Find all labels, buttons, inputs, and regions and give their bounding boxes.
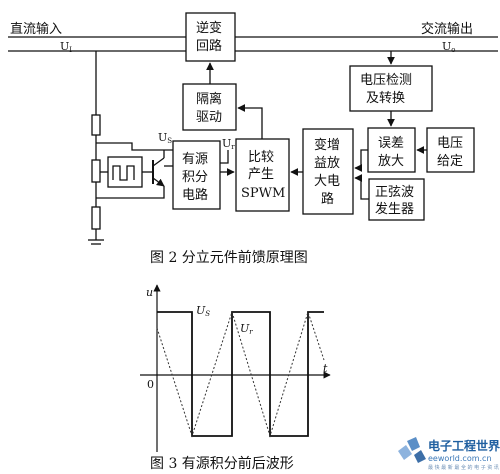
detect-line-2: 及转换 <box>366 91 405 106</box>
error-amp-line-2: 放大 <box>378 154 404 169</box>
us-square-wave <box>157 311 324 437</box>
resistor-bottom <box>91 206 101 230</box>
vga-line-4: 路 <box>321 191 334 207</box>
isolation-line-1: 隔离 <box>196 91 222 107</box>
sine-line-2: 发生器 <box>375 201 414 217</box>
detect-line-1: 电压检测 <box>360 73 412 88</box>
inverter-block <box>185 12 236 62</box>
watermark-tagline: 最 快 最 新 最 全 的 电 子 资 讯 <box>428 464 499 471</box>
eeworld-logo-icon <box>398 437 426 463</box>
integrator-line-3: 电路 <box>182 187 208 203</box>
comparator-line-2: 产生 <box>248 167 274 182</box>
comparator-line-3: SPWM <box>241 186 285 201</box>
figure-2-caption: 图 2 分立元件前馈原理图 <box>150 249 308 266</box>
origin-label: 0 <box>147 378 154 391</box>
vga-line-1: 变增 <box>314 137 340 153</box>
integrator-block <box>172 140 221 210</box>
isolation-line-2: 驱动 <box>196 110 222 125</box>
us-tap-line <box>96 142 173 151</box>
resistor-middle <box>91 159 101 183</box>
sine-line-1: 正弦波 <box>375 184 414 200</box>
us-label: US <box>158 131 172 145</box>
inverter-line-1: 逆变 <box>196 20 222 36</box>
voltage-ref-line-1: 电压 <box>437 136 463 151</box>
vga-line-3: 大电 <box>314 174 340 189</box>
axis-u-label: u <box>146 286 153 299</box>
ur-waveform-label: Ur <box>240 322 253 336</box>
integrator-line-2: 积分 <box>182 170 208 185</box>
output-symbol: Uo <box>442 40 456 54</box>
figure-3-caption: 图 3 有源积分前后波形 <box>150 455 294 472</box>
vga-line-2: 益放 <box>314 156 340 171</box>
resistor-top <box>91 114 101 136</box>
integrator-line-1: 有源 <box>182 152 208 167</box>
watermark-title: 电子工程世界 <box>428 438 500 453</box>
ur-label: Ur <box>222 137 235 151</box>
figure-3-waveform: u t 0 US Ur 图 3 有源积分前后波形 <box>140 284 331 472</box>
input-label: 直流输入 <box>10 21 62 37</box>
figure-2-labels: 直流输入 UI 交流输出 Uo 逆变 回路 隔离 驱动 电压检测 及转换 误差 … <box>10 20 473 266</box>
figure-2-circuit <box>8 12 498 245</box>
ur-triangle-wave <box>156 310 325 438</box>
axis-t-label: t <box>323 362 328 375</box>
comparator-line-1: 比较 <box>248 150 274 165</box>
eeworld-watermark: 电子工程世界 eeworld.com.cn 最 快 最 新 最 全 的 电 子 … <box>398 437 500 471</box>
voltage-ref-line-2: 给定 <box>437 154 463 169</box>
error-amp-line-1: 误差 <box>378 136 404 151</box>
output-label: 交流输出 <box>421 21 473 37</box>
us-waveform-label: US <box>196 304 210 318</box>
input-symbol: UI <box>60 40 72 54</box>
inverter-line-2: 回路 <box>196 38 222 54</box>
watermark-url: eeworld.com.cn <box>428 454 492 463</box>
